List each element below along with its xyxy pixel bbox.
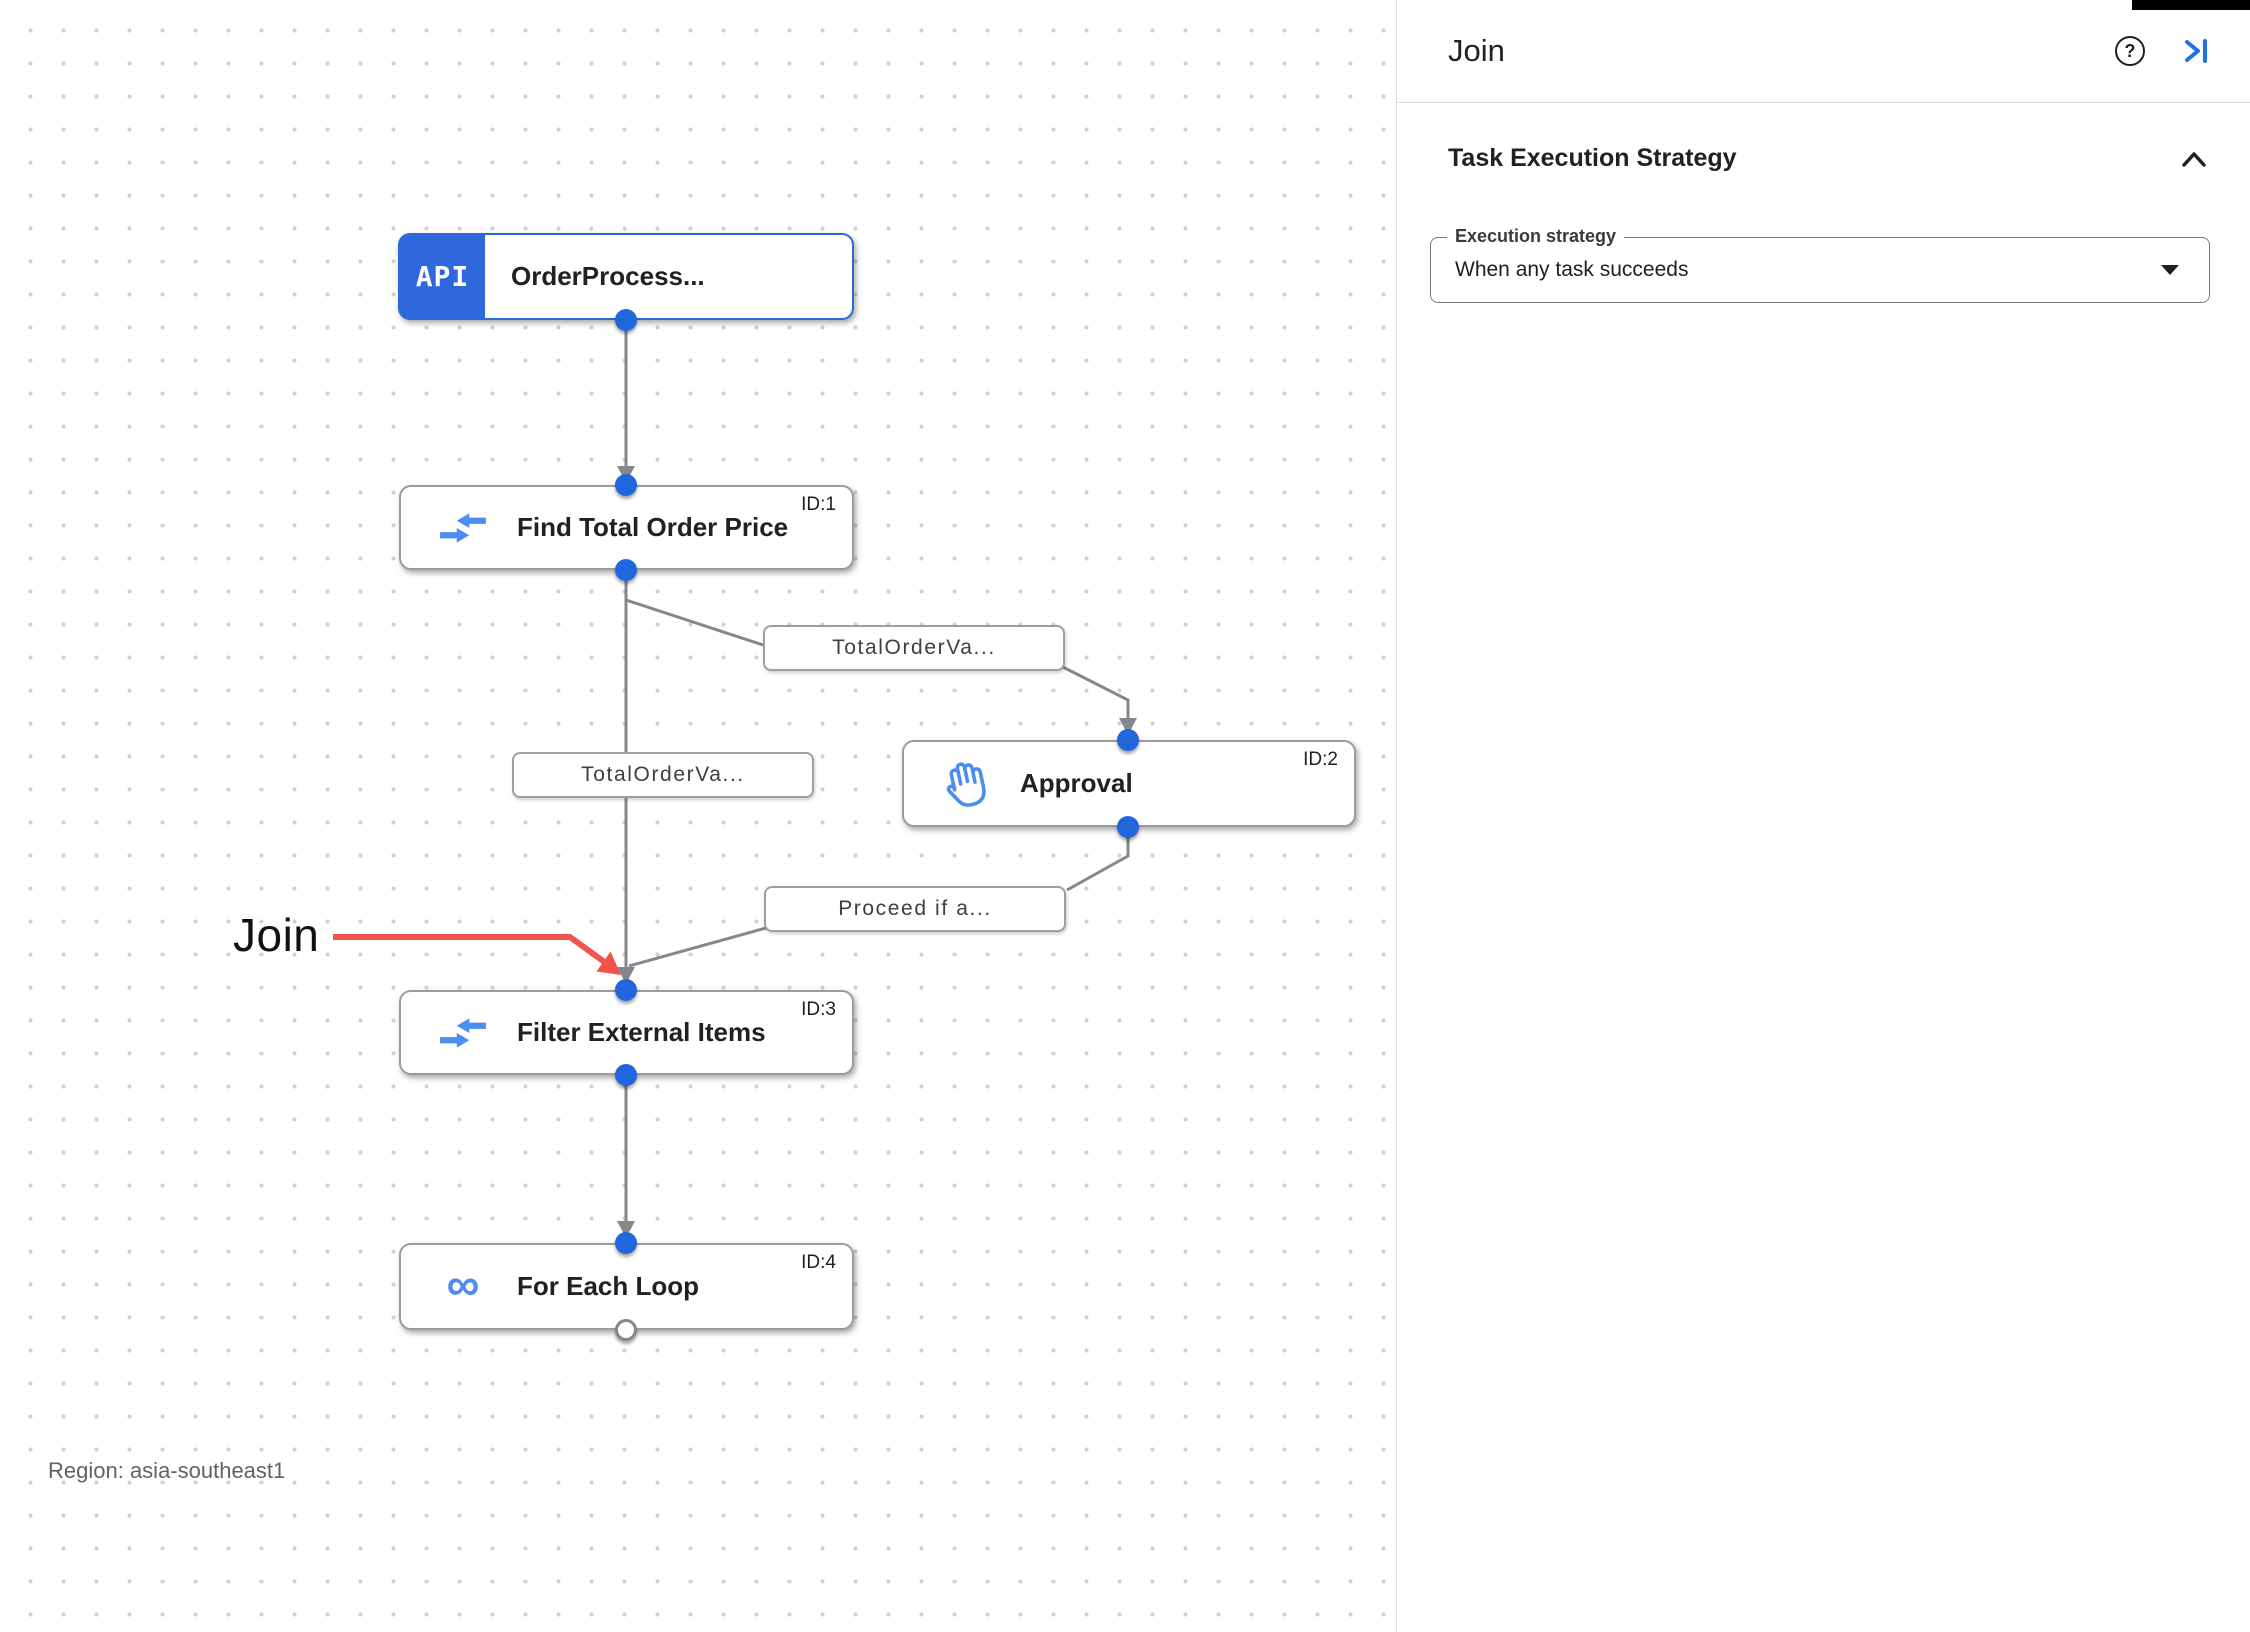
collapse-panel-button[interactable] [2176,31,2216,71]
input-port-filter[interactable] [615,979,637,1001]
node-id-badge: ID:4 [801,1252,836,1273]
collapse-panel-icon [2185,39,2207,63]
top-right-bar [2132,0,2250,10]
config-panel: Join ? Task Execution Strategy Execution… [1396,0,2250,1632]
node-id-badge: ID:1 [801,494,836,515]
node-title: Filter External Items [517,1017,766,1047]
node-filter-external-items[interactable]: Filter External Items ID:3 [399,990,854,1075]
input-port-find[interactable] [615,474,637,496]
chevron-up-icon [2182,151,2206,167]
output-port-trigger[interactable] [615,309,637,331]
approval-hand-icon [938,757,994,811]
input-port-foreach[interactable] [615,1232,637,1254]
edge-find-to-label [625,598,764,647]
section-title: Task Execution Strategy [1448,144,1737,172]
join-annotation-label: Join [233,909,320,961]
execution-strategy-select[interactable]: Execution strategy When any task succeed… [1430,226,2210,303]
node-id-badge: ID:2 [1303,749,1338,770]
output-port-find[interactable] [615,559,637,581]
dropdown-caret-icon [2161,265,2179,275]
output-port-foreach[interactable] [615,1319,637,1341]
node-find-total-order-price[interactable]: Find Total Order Price ID:1 [399,485,854,570]
edge-label-to-approval [1054,661,1130,722]
execution-strategy-label: Execution strategy [1447,226,1625,247]
output-port-filter[interactable] [615,1064,637,1086]
data-mapping-icon [435,1016,491,1050]
region-label: Region: asia-southeast1 [48,1458,286,1483]
input-port-approval[interactable] [1117,729,1139,751]
node-title: Find Total Order Price [517,512,789,542]
edge-label-totalordervalue-2[interactable]: TotalOrderVa... [512,752,814,798]
output-port-approval[interactable] [1117,816,1139,838]
help-icon: ? [2115,36,2145,66]
node-title: For Each Loop [517,1271,699,1301]
help-button[interactable]: ? [2110,31,2150,71]
edge-approval-to-label [1066,827,1130,892]
execution-strategy-value: When any task succeeds [1455,258,1689,281]
api-trigger-icon: API [400,235,485,318]
edge-label-to-join [628,926,767,968]
edge-label-proceed-if[interactable]: Proceed if a... [764,886,1066,932]
node-approval[interactable]: Approval ID:2 [902,740,1356,827]
loop-icon: ∞ [446,1257,480,1310]
node-for-each-loop[interactable]: ∞ For Each Loop ID:4 [399,1243,854,1330]
node-id-badge: ID:3 [801,999,836,1020]
edge-label-totalordervalue-1[interactable]: TotalOrderVa... [763,625,1065,671]
node-title: Approval [1020,768,1133,798]
node-title: OrderProcess... [511,261,705,291]
section-task-execution-strategy[interactable]: Task Execution Strategy [1448,144,2210,173]
data-mapping-icon [435,511,491,545]
panel-title: Join [1448,33,1505,68]
flow-canvas[interactable]: TotalOrderVa... TotalOrderVa... Proceed … [0,0,1397,1632]
node-orderprocess-trigger[interactable]: API OrderProcess... [398,233,854,320]
panel-header: Join ? [1397,0,2250,103]
